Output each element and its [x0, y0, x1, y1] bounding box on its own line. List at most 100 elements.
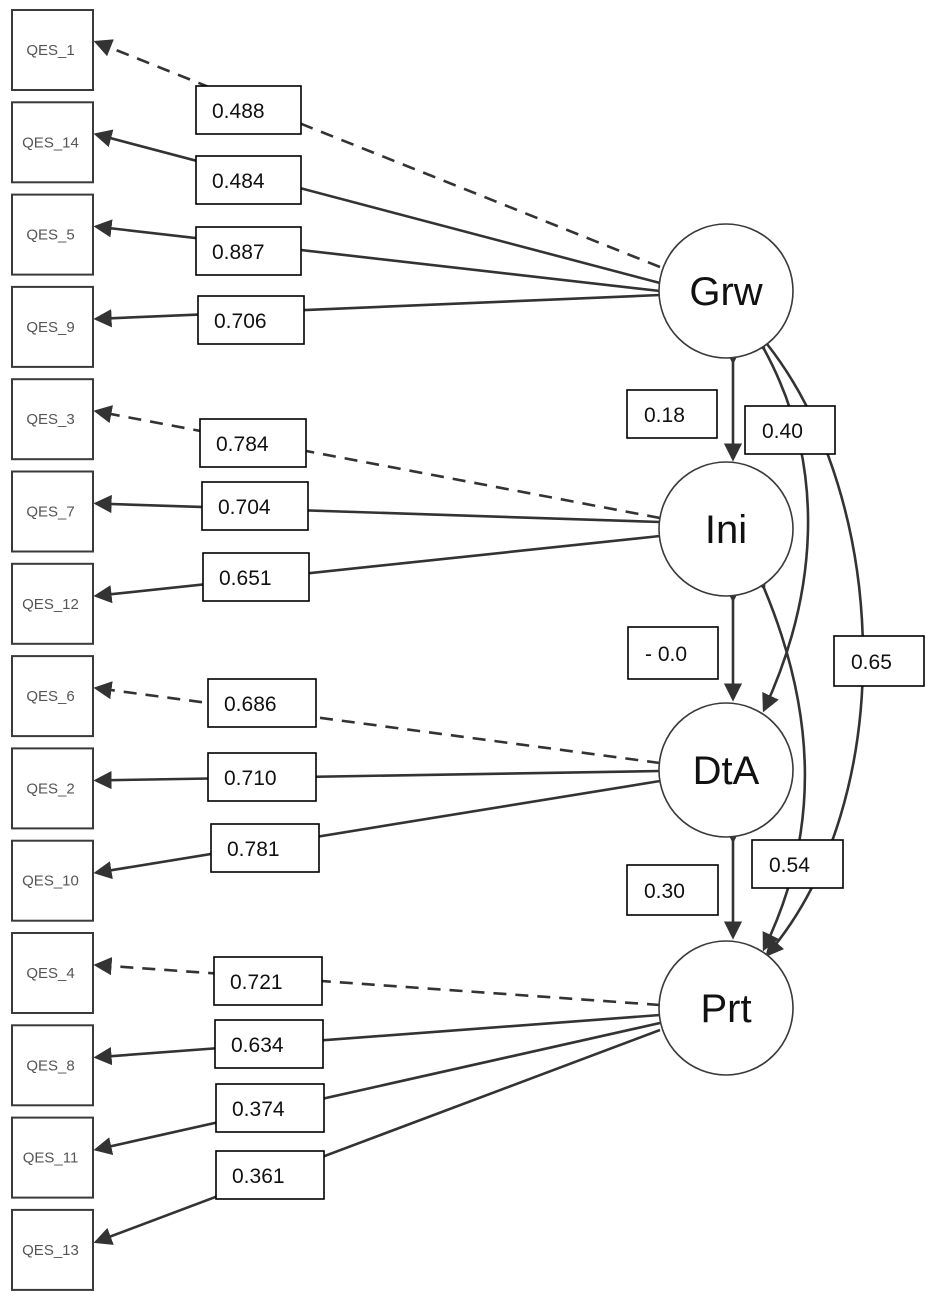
covariance-label: 0.40: [744, 405, 836, 455]
indicator-box: [11, 1024, 94, 1107]
loading-label: 0.634: [214, 1019, 324, 1069]
indicator-label: QES_5: [26, 227, 74, 244]
latent-circle: [658, 702, 794, 838]
loading-value: 0.488: [212, 100, 265, 123]
loading-path: [93, 39, 661, 269]
loading-label-box: [201, 481, 309, 531]
loading-label-box: [210, 823, 320, 873]
indicator-box: [11, 839, 94, 922]
covariance-value: 0.30: [644, 880, 685, 903]
loading-value: 0.784: [216, 433, 269, 456]
loading-value: 0.887: [212, 241, 265, 264]
loading-path: [93, 293, 661, 328]
indicator-label: QES_7: [26, 504, 74, 521]
latent-dta: DtA: [658, 702, 794, 838]
indicator-qes-11: QES_11: [11, 1116, 94, 1199]
indicator-layer: QES_1QES_14QES_5QES_9QES_3QES_7QES_12QES…: [11, 9, 94, 1291]
indicator-label: QES_14: [22, 134, 79, 151]
indicator-label: QES_13: [22, 1242, 79, 1259]
covariance-label-box: [833, 635, 925, 687]
loading-label-box: [197, 295, 305, 345]
indicator-qes-9: QES_9: [11, 285, 94, 368]
indicator-label: QES_11: [23, 1150, 79, 1167]
loading-value: 0.721: [230, 971, 283, 994]
loading-label-box: [195, 85, 302, 135]
indicator-label: QES_10: [22, 873, 79, 890]
covariance-label: 0.54: [751, 839, 844, 889]
indicator-box: [11, 470, 94, 553]
indicator-box: [11, 747, 94, 830]
latent-label: Prt: [700, 987, 751, 1031]
covariance-value: 0.65: [851, 651, 892, 674]
latent-grw: Grw: [658, 223, 794, 359]
covariance-label: 0.30: [626, 864, 719, 916]
indicator-qes-4: QES_4: [11, 932, 94, 1014]
loading-value: 0.686: [224, 693, 277, 716]
loading-label-box: [215, 1150, 325, 1200]
indicator-box: [11, 285, 94, 368]
loading-label-box: [207, 678, 317, 728]
covariance-label-box: [744, 405, 836, 455]
loading-label-box: [214, 1019, 324, 1069]
loading-label: 0.374: [215, 1083, 325, 1133]
covariance-label: 0.65: [833, 635, 925, 687]
covariance-label: - 0.0: [627, 626, 719, 680]
indicator-label: QES_8: [26, 1057, 74, 1074]
loading-value: 0.781: [227, 838, 280, 861]
indicator-qes-10: QES_10: [11, 839, 94, 922]
loading-label: 0.887: [195, 226, 302, 276]
loading-label: 0.484: [195, 155, 302, 205]
indicator-qes-12: QES_12: [11, 562, 94, 645]
indicator-label: QES_3: [26, 411, 74, 428]
covariance-value: 0.54: [769, 854, 810, 877]
loading-value: 0.710: [224, 767, 277, 790]
loading-label: 0.721: [213, 956, 323, 1006]
loading-path: [93, 1013, 661, 1066]
loading-label-box: [202, 552, 310, 602]
loading-path: [93, 494, 661, 524]
indicator-qes-1: QES_1: [11, 9, 94, 91]
loading-path: [93, 129, 661, 285]
label-layer: 0.4880.4840.8870.7060.7840.7040.6510.686…: [195, 85, 925, 1200]
loading-value: 0.704: [218, 496, 271, 519]
loading-label: 0.361: [215, 1150, 325, 1200]
loading-label: 0.706: [197, 295, 305, 345]
loading-value: 0.361: [232, 1165, 285, 1188]
covariance-label: 0.18: [626, 389, 718, 439]
loading-label: 0.704: [201, 481, 309, 531]
loading-path: [93, 405, 661, 520]
latent-label: Grw: [689, 270, 762, 314]
loading-path: [93, 1021, 661, 1156]
latent-circle: [658, 940, 794, 1076]
loading-label-box: [199, 418, 307, 468]
indicator-box: [11, 193, 94, 276]
indicator-box: [11, 1208, 94, 1291]
indicator-label: QES_9: [26, 319, 74, 336]
loading-label-box: [213, 956, 323, 1006]
loading-label: 0.784: [199, 418, 307, 468]
covariance-value: - 0.0: [645, 643, 687, 666]
latent-label: Ini: [705, 508, 747, 552]
latent-ini: Ini: [658, 461, 794, 597]
indicator-label: QES_12: [22, 596, 79, 613]
loading-label-box: [215, 1083, 325, 1133]
loading-value: 0.374: [232, 1098, 285, 1121]
indicator-qes-8: QES_8: [11, 1024, 94, 1107]
loading-label: 0.710: [207, 752, 317, 802]
indicator-box: [11, 932, 94, 1014]
loading-path: [93, 681, 661, 765]
indicator-box: [11, 9, 94, 91]
loading-path: [93, 534, 661, 604]
indicator-qes-6: QES_6: [11, 655, 94, 738]
covariance-value: 0.40: [762, 420, 803, 443]
indicator-qes-5: QES_5: [11, 193, 94, 276]
loading-path: [93, 769, 661, 790]
loading-label: 0.488: [195, 85, 302, 135]
indicator-label: QES_4: [26, 965, 74, 982]
covariance-label-box: [626, 864, 719, 916]
indicator-box: [11, 101, 94, 184]
loading-path: [93, 957, 661, 1007]
indicator-box: [11, 1116, 94, 1199]
indicator-qes-13: QES_13: [11, 1208, 94, 1291]
